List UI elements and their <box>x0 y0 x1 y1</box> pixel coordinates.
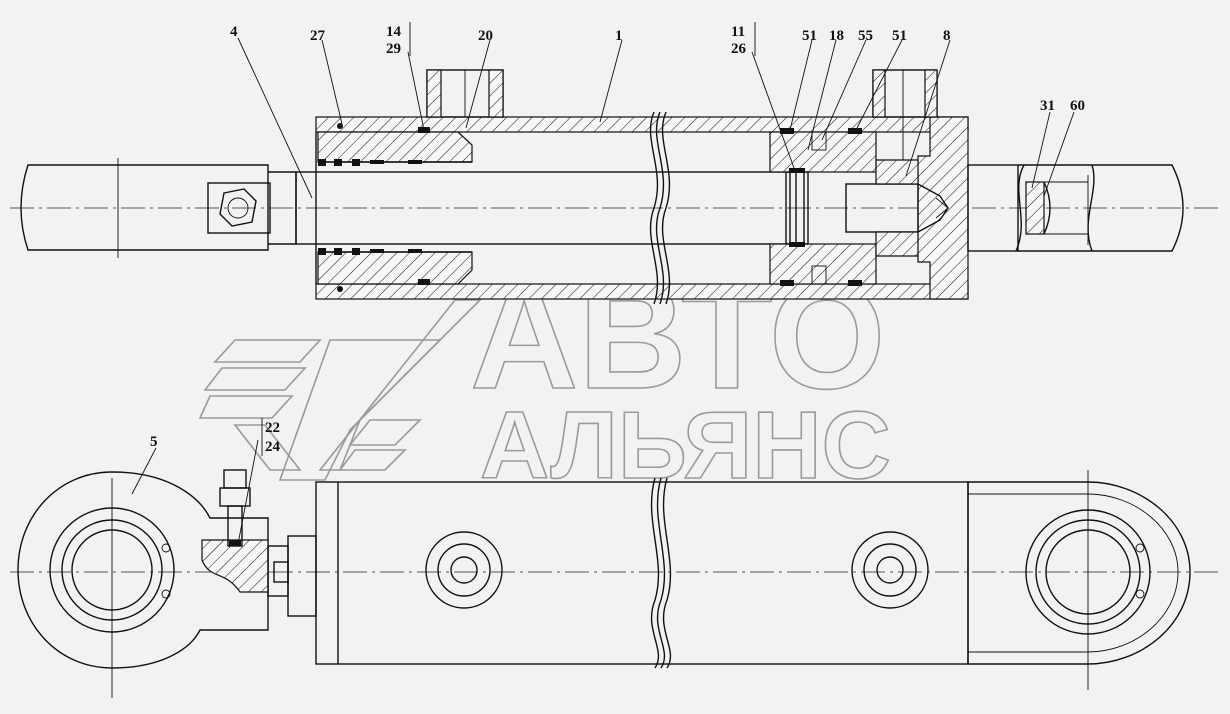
oil-port-front <box>426 69 504 118</box>
callout-20: 20 <box>478 28 493 44</box>
callout-51-a: 51 <box>802 28 817 44</box>
callout-24: 24 <box>265 439 281 455</box>
cylinder-body <box>315 481 969 665</box>
rear-end-cap <box>917 116 969 300</box>
gland-head <box>317 123 473 292</box>
left-eye-exterior <box>17 469 269 698</box>
right-eye-exterior <box>967 470 1191 690</box>
callout-18: 18 <box>829 28 844 44</box>
piston <box>769 128 877 286</box>
exterior-view <box>10 469 1220 698</box>
callout-55: 55 <box>858 28 873 44</box>
piston-nut <box>845 159 949 257</box>
callout-31: 31 <box>1040 98 1055 114</box>
right-rod-eye <box>1015 164 1184 252</box>
callout-labels: 4 27 14 29 20 1 11 26 51 18 55 51 8 31 6… <box>150 24 1085 455</box>
cylinder-tube <box>315 116 969 300</box>
callout-4: 4 <box>230 24 238 40</box>
callout-14: 14 <box>386 24 402 40</box>
port-boss-front <box>425 531 503 609</box>
callout-51-b: 51 <box>892 28 907 44</box>
callout-60: 60 <box>1070 98 1085 114</box>
callout-22: 22 <box>265 420 280 436</box>
callout-27: 27 <box>310 28 326 44</box>
watermark-line2: АЛЬЯНС <box>480 392 891 499</box>
callout-26: 26 <box>731 41 747 57</box>
callout-29: 29 <box>386 41 401 57</box>
oil-port-rear <box>872 69 938 160</box>
callout-8: 8 <box>943 28 951 44</box>
piston-rod <box>295 171 797 245</box>
callout-1: 1 <box>615 28 623 44</box>
section-view <box>10 69 1220 305</box>
leader-lines <box>131 22 1075 545</box>
grease-nipple <box>223 469 247 489</box>
watermark-logo-stripes <box>198 299 482 481</box>
callout-5: 5 <box>150 434 158 450</box>
grease-nipple-nut <box>219 188 257 227</box>
port-boss-rear <box>851 531 929 609</box>
callout-11: 11 <box>731 24 745 40</box>
